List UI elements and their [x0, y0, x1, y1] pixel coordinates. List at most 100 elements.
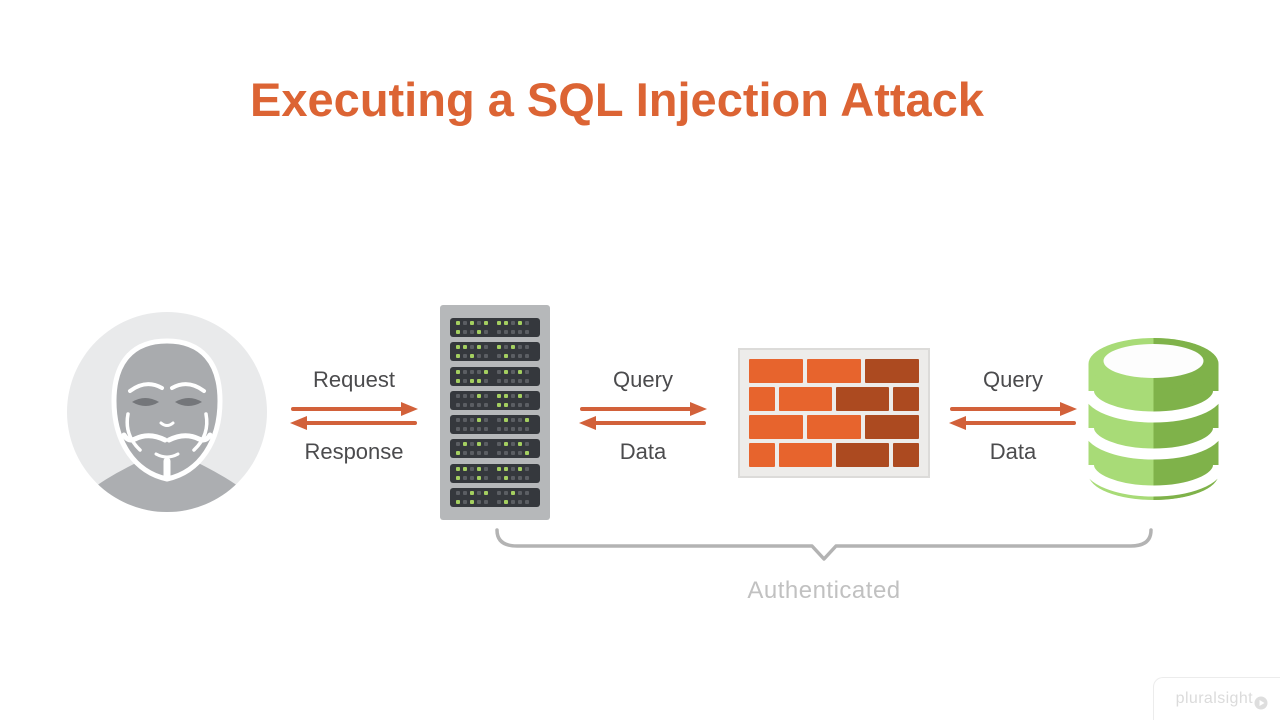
led-off	[463, 402, 467, 407]
server-unit	[450, 390, 540, 410]
led-off	[484, 378, 488, 383]
led-off	[470, 466, 474, 471]
brick-row	[749, 359, 919, 383]
led-off	[525, 321, 529, 325]
led-off	[477, 490, 481, 495]
led-green	[504, 442, 508, 447]
led-off	[504, 427, 508, 432]
led-green	[497, 466, 501, 471]
server-unit	[450, 318, 540, 337]
led-off	[504, 345, 508, 350]
led-lights-row	[456, 354, 534, 359]
led-off	[484, 499, 488, 504]
led-off	[463, 499, 467, 504]
led-green	[497, 393, 501, 398]
led-green	[504, 466, 508, 471]
led-off	[518, 345, 522, 350]
led-off	[463, 393, 467, 398]
led-green	[518, 466, 522, 471]
led-off	[484, 345, 488, 350]
led-lights-row	[456, 418, 534, 423]
led-off	[511, 369, 515, 374]
led-green	[456, 369, 460, 374]
database-cylinder-icon	[1083, 338, 1224, 500]
server-unit	[450, 439, 540, 459]
led-lights-row	[456, 442, 534, 447]
led-off	[463, 490, 467, 495]
led-off	[470, 451, 474, 456]
led-green	[518, 369, 522, 374]
slide-title: Executing a SQL Injection Attack	[250, 73, 984, 126]
led-green	[504, 402, 508, 407]
led-off	[497, 427, 501, 432]
pluralsight-wordmark: pluralsight	[1175, 690, 1253, 707]
led-off	[497, 451, 501, 456]
led-green	[456, 378, 460, 383]
brick-orange	[749, 359, 803, 383]
led-off	[525, 393, 529, 398]
led-green	[484, 321, 488, 325]
led-off	[518, 402, 522, 407]
led-off	[463, 378, 467, 383]
server-unit	[450, 342, 540, 362]
led-off	[477, 354, 481, 359]
led-green	[456, 475, 460, 480]
led-off	[463, 475, 467, 480]
led-off	[463, 321, 467, 325]
led-off	[497, 330, 501, 334]
led-off	[497, 369, 501, 374]
led-green	[470, 354, 474, 359]
request-response-arrows-icon	[290, 402, 418, 430]
led-off	[511, 321, 515, 325]
led-off	[525, 442, 529, 447]
led-off	[456, 393, 460, 398]
query-data-arrows-icon	[949, 402, 1077, 430]
led-off	[470, 427, 474, 432]
led-off	[525, 369, 529, 374]
server-unit	[450, 487, 540, 507]
led-off	[511, 442, 515, 447]
led-off	[504, 330, 508, 334]
led-green	[497, 321, 501, 325]
led-off	[477, 402, 481, 407]
led-green	[511, 345, 515, 350]
led-off	[470, 369, 474, 374]
led-lights-row	[456, 475, 534, 480]
brick-orange	[749, 387, 776, 411]
led-off	[511, 378, 515, 383]
led-green	[504, 354, 508, 359]
led-off	[484, 330, 488, 334]
led-off	[484, 402, 488, 407]
led-lights-row	[456, 345, 534, 350]
led-green	[463, 345, 467, 350]
pluralsight-logo: pluralsight	[1152, 677, 1280, 720]
query-label-left: Query	[613, 367, 673, 392]
led-green	[504, 475, 508, 480]
brick-dark	[892, 387, 919, 411]
led-off	[497, 378, 501, 383]
led-off	[511, 354, 515, 359]
led-off	[511, 393, 515, 398]
led-off	[518, 499, 522, 504]
led-off	[497, 418, 501, 423]
led-off	[525, 354, 529, 359]
led-off	[511, 427, 515, 432]
led-off	[463, 354, 467, 359]
query-data-arrows-icon	[579, 402, 707, 430]
led-green	[456, 499, 460, 504]
led-off	[470, 402, 474, 407]
led-green	[456, 354, 460, 359]
led-off	[456, 418, 460, 423]
led-off	[484, 427, 488, 432]
led-off	[456, 402, 460, 407]
led-green	[477, 378, 481, 383]
server-unit	[450, 415, 540, 435]
led-lights-row	[456, 378, 534, 383]
brick-dark	[836, 443, 889, 467]
led-off	[470, 442, 474, 447]
attacker-server-flow: Request Response	[289, 366, 419, 466]
led-off	[463, 451, 467, 456]
led-green	[456, 330, 460, 334]
led-green	[511, 490, 515, 495]
led-off	[511, 466, 515, 471]
